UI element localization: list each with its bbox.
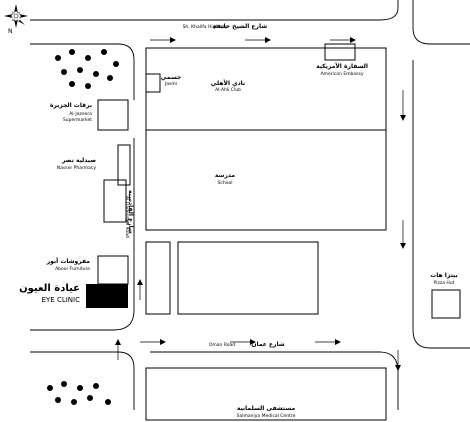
road-edge-ne <box>412 0 470 45</box>
medical-centre-label-en: Salmaniya Medical Centre <box>236 414 296 419</box>
furniture-label-en: Aboor Furniture <box>55 267 90 272</box>
road-edge-top <box>30 0 399 21</box>
pizza-hut-label-ar: بيتزا هات <box>430 272 458 279</box>
block-school <box>145 129 387 231</box>
blocks <box>97 43 461 421</box>
embassy-label-ar: السفارة الأمريكية <box>316 63 368 70</box>
building-embassy <box>324 43 356 61</box>
flow-arrows <box>115 37 406 371</box>
building-supermarket <box>97 99 129 131</box>
ahli-label-en: Al-Ahli Club <box>215 88 241 93</box>
street-top-label-ar: شارع الشيخ خليفة <box>212 23 268 30</box>
road-edge-nw <box>30 43 135 100</box>
furniture-label-ar: مفروشات أبور <box>46 258 90 265</box>
school-label-ar: مدرسة <box>214 172 236 179</box>
ahli-label-ar: نادي الأهلي <box>210 80 246 87</box>
trees-south <box>47 381 111 405</box>
eye-clinic-building <box>86 284 128 308</box>
street-left-label-en: Al Qadessiya Road <box>124 196 129 238</box>
supermarket-label-en: Al-Jazeera Supermarket <box>62 112 92 123</box>
block-east-plaza <box>177 241 319 315</box>
compass-rose <box>4 4 28 28</box>
eye-clinic-label-en: EYE CLINIC <box>41 296 80 304</box>
block-small-west <box>145 241 171 315</box>
jasmi-label-ar: جسمي <box>160 74 182 81</box>
medical-centre-label-ar: مستشفى السلمانية <box>236 405 296 412</box>
road-edge-sw <box>30 351 135 410</box>
building-pharmacy <box>117 144 131 186</box>
compass-north-label: N <box>8 28 13 35</box>
block-medical-centre <box>145 367 387 421</box>
road-edge-se <box>412 329 470 349</box>
block-qadessiya-strip <box>103 179 127 223</box>
trees-north <box>55 49 119 89</box>
school-label-en: School <box>217 181 233 186</box>
street-top-label-en: Sh. Khalifa Highway <box>182 25 228 30</box>
jasmi-label-en: Jasmi <box>164 82 178 87</box>
building-furniture <box>97 255 129 285</box>
pizza-hut-label-en: Pizza Hut <box>433 281 455 286</box>
road-edge-bottom <box>150 351 399 410</box>
pharmacy-label-ar: صيدلية نصر <box>61 157 96 164</box>
supermarket-label-ar: برقات الجزيرة <box>49 102 92 109</box>
street-bottom-label-ar: شارع عمان <box>251 341 285 348</box>
road-edge-w <box>30 138 135 331</box>
street-outlines <box>30 0 470 410</box>
building-pizza-hut <box>431 289 461 319</box>
embassy-label-en: American Embassy <box>320 72 364 77</box>
building-jasmi <box>145 73 161 93</box>
eye-clinic-label-ar: عيادة العيون <box>19 283 80 294</box>
street-bottom-label-en: Oman Road <box>208 343 236 348</box>
pharmacy-label-en: Nasser Pharmacy <box>56 166 96 171</box>
